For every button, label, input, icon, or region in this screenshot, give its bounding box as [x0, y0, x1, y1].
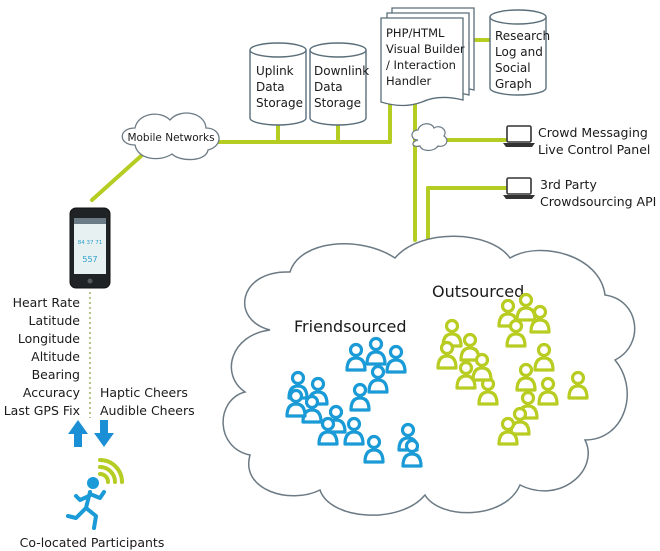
junction-cloud [411, 123, 448, 152]
uplink-cylinder [249, 50, 307, 126]
person-icon [363, 434, 385, 464]
server-handler: PHP/HTML Visual Builder / Interaction Ha… [380, 7, 475, 107]
person-icon [567, 370, 589, 400]
third-party-api-panel: 3rd Party Crowdsourcing API [503, 177, 656, 209]
wifi-signal-icon [98, 458, 124, 484]
outsourced-label: Outsourced [432, 282, 524, 301]
research-label-3: Social [495, 61, 531, 75]
research-label-2: Log and [495, 45, 543, 59]
cheer-item: Audible Cheers [100, 403, 195, 418]
research-cylinder [489, 17, 547, 96]
cheers-list: Haptic Cheers Audible Cheers [100, 385, 195, 418]
person-icon [455, 360, 477, 390]
mobile-networks: Mobile Networks [121, 112, 220, 161]
downlink-label-2: Data [314, 80, 343, 94]
phone-screen [74, 218, 106, 274]
uplink-label-2: Data [256, 80, 285, 94]
downlink-label-1: Downlink [314, 64, 369, 78]
sensor-item: Altitude [31, 349, 80, 364]
runner-icon [66, 477, 106, 530]
person-icon [436, 340, 458, 370]
sensor-list: Heart Rate Latitude Longitude Altitude B… [4, 295, 81, 418]
phone-readout-bottom: 557 [82, 255, 97, 264]
uplink-label-1: Uplink [256, 64, 294, 78]
smartphone: 84 37 71 557 [69, 207, 111, 289]
person-icon [515, 362, 537, 392]
friendsourced-people [285, 336, 423, 468]
friendsourced-label: Friendsourced [294, 317, 407, 336]
person-icon [343, 416, 365, 446]
crowd-panel-label-2: Live Control Panel [538, 142, 650, 157]
server-label-1: PHP/HTML [386, 26, 445, 40]
phone-readout-top: 84 37 71 [78, 240, 103, 246]
outsourced-people [436, 292, 589, 446]
laptop-icon [503, 125, 535, 147]
api-label-1: 3rd Party [540, 177, 597, 192]
research-label-4: Graph [495, 77, 532, 91]
down-arrow-icon [94, 420, 114, 447]
downlink-cylinder [309, 50, 367, 126]
person-icon [285, 388, 307, 418]
person-icon [365, 336, 387, 366]
downlink-label-3: Storage [314, 96, 361, 110]
link-phone-to-network [90, 146, 152, 202]
laptop-icon [503, 177, 535, 199]
sensor-item: Longitude [18, 331, 80, 346]
server-label-3: / Interaction [386, 58, 456, 72]
person-icon [471, 352, 493, 382]
sensor-item: Heart Rate [13, 295, 81, 310]
person-icon [349, 382, 371, 412]
server-label-4: Handler [386, 74, 432, 88]
person-icon [307, 376, 329, 406]
downlink-storage: Downlink Data Storage [309, 42, 369, 126]
downlink-cylinder-top [309, 42, 367, 58]
mobile-networks-label: Mobile Networks [127, 132, 214, 144]
person-icon [537, 376, 559, 406]
server-label-2: Visual Builder [386, 42, 465, 56]
sensor-item: Accuracy [23, 385, 81, 400]
sensor-item: Last GPS Fix [4, 403, 80, 418]
person-icon [505, 318, 527, 348]
phone-home-button [87, 278, 93, 284]
crowd-panel-label-1: Crowd Messaging [538, 125, 648, 140]
person-icon [401, 438, 423, 468]
person-icon [497, 416, 519, 446]
person-icon [317, 416, 339, 446]
person-icon [367, 364, 389, 394]
mobile-networks-cloud [121, 112, 220, 161]
person-icon [385, 344, 407, 374]
server-page-front [380, 17, 464, 107]
phone-header-bar [74, 218, 106, 224]
research-cylinder-top [489, 9, 547, 25]
person-icon [533, 342, 555, 372]
uplink-cylinder-top [249, 42, 307, 58]
api-label-2: Crowdsourcing API [540, 194, 656, 209]
uplink-label-3: Storage [256, 96, 303, 110]
research-storage: Research Log and Social Graph [489, 9, 550, 96]
participants-label: Co-located Participants [20, 535, 165, 550]
sensor-item: Bearing [32, 367, 80, 382]
sensor-item: Latitude [29, 313, 81, 328]
crowd-messaging-panel: Crowd Messaging Live Control Panel [503, 125, 650, 157]
research-label-1: Research [495, 29, 550, 43]
uplink-storage: Uplink Data Storage [249, 42, 307, 126]
up-arrow-icon [68, 420, 88, 447]
cheer-item: Haptic Cheers [100, 385, 188, 400]
person-icon [345, 342, 367, 372]
person-icon [529, 304, 551, 334]
